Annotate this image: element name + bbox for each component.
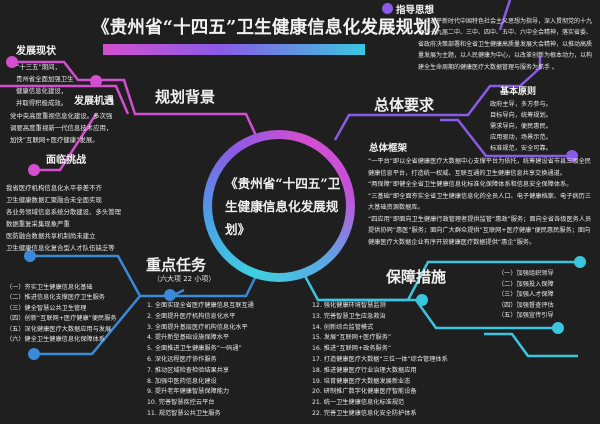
background-main-connector [96, 78, 260, 141]
title-gradient-bar [103, 44, 365, 55]
opportunity-connector [0, 84, 130, 115]
items-connector [34, 295, 141, 356]
principles-connector [440, 118, 570, 158]
guiding-label: 指导思想 [396, 5, 435, 16]
measures-list: （一）加强组织领导 （二）加强投入保障 （三）加强人才保障 （四）加强督查评估 … [498, 270, 554, 320]
guiding-connector [498, 0, 512, 31]
framework-label: 总体框架 [369, 143, 408, 154]
opportunity-label: 发展机遇 [74, 96, 114, 107]
challenges-connector [34, 113, 98, 172]
status-label: 发展现状 [16, 46, 56, 57]
status-text: “十三五”期间， 贵州省全面加强卫生 健康信息化建设， 并取得积极成效。 [16, 63, 74, 107]
center-title: 《贵州省“十四五”卫生健康信息化发展规划》 [225, 176, 341, 237]
tasks-branch-label: 重点任务 [146, 256, 207, 274]
opportunity-text: 党中央高度重视信息化建设。多次强 调要高度重视新一代信息技术应用， 加快“互联网… [10, 112, 113, 144]
framework-text: “一平台”即以全省健康医疗大数据中心支撑平台为依托，统筹建设省市县三级全民健康信… [368, 158, 592, 246]
measures-items-node-dot [416, 294, 428, 306]
background-branch-label: 规划背景 [155, 88, 216, 106]
status-connector [12, 60, 96, 82]
measures-node-dot [574, 256, 586, 268]
challenges-list: 我省医疗机构信息化水平参差不齐 卫生健康数据汇聚融合未全面实现 各业务领域信息系… [6, 184, 122, 252]
measures-branch-label: 保障措施 [386, 268, 447, 286]
center-ring [203, 130, 355, 282]
tasks-sublabel: （六大项 22 小项） [153, 275, 216, 283]
measures-lower-node-dot [552, 322, 564, 334]
status-node-dot [6, 56, 18, 68]
tasks-bottom-node-dot [28, 348, 40, 360]
principles-node-dot [566, 150, 578, 162]
measures-tail-connector [484, 332, 578, 358]
measures-branch-lines [303, 260, 582, 358]
challenges-node-dot [28, 164, 40, 176]
tasks-node-dot [164, 289, 176, 301]
measures-lower-connector [414, 299, 556, 330]
principles-label: 基本原则 [500, 87, 537, 97]
requirements-branch-label: 总体要求 [374, 96, 435, 114]
task-categories-list: （一）夯实卫生健康信息化基础 （二）推进信息化支撑医疗卫生服务 （三）健全智慧公… [6, 284, 117, 344]
opportunity-node-dot [90, 75, 102, 87]
principles-list: 政府主导，多方参与。 目标导向，统筹规划。 需求导向，便民惠民。 应用驱动，场景… [490, 101, 552, 152]
requirements-main-connector [333, 56, 542, 141]
task-items-right: 12. 强化健康环境智慧监测 13. 完善智慧卫生应急救治 14. 创新综合监管… [312, 302, 448, 417]
guiding-text: 以习近平新时代中国特色社会主义思想为指导，深入贯彻党的十九大和十九届二中、三中、… [418, 18, 593, 71]
requirements-branch-lines [333, 0, 570, 158]
categories-node-dot [24, 250, 36, 262]
task-items-left: 1. 全面实现全省医疗健康信息互联互通 2. 全面提升医疗机构信息化水平 3. … [147, 302, 254, 417]
background-branch-lines [0, 60, 260, 172]
challenges-label: 面临挑战 [46, 155, 86, 166]
guiding-node-dot [382, 3, 393, 14]
page-title: 《贵州省“十四五”卫生健康信息化发展规划》 [92, 18, 449, 38]
